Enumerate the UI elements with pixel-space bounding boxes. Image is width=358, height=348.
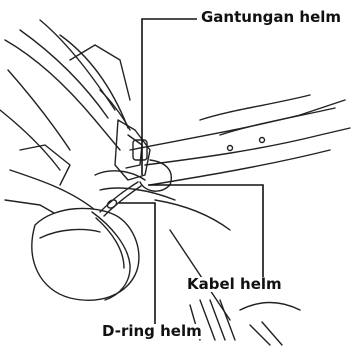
helmet-cable-label: Kabel helm — [186, 277, 283, 292]
helmet-d-ring-label: D-ring helm — [101, 324, 203, 339]
helmet-holder-label: Gantungan helm — [200, 10, 342, 25]
